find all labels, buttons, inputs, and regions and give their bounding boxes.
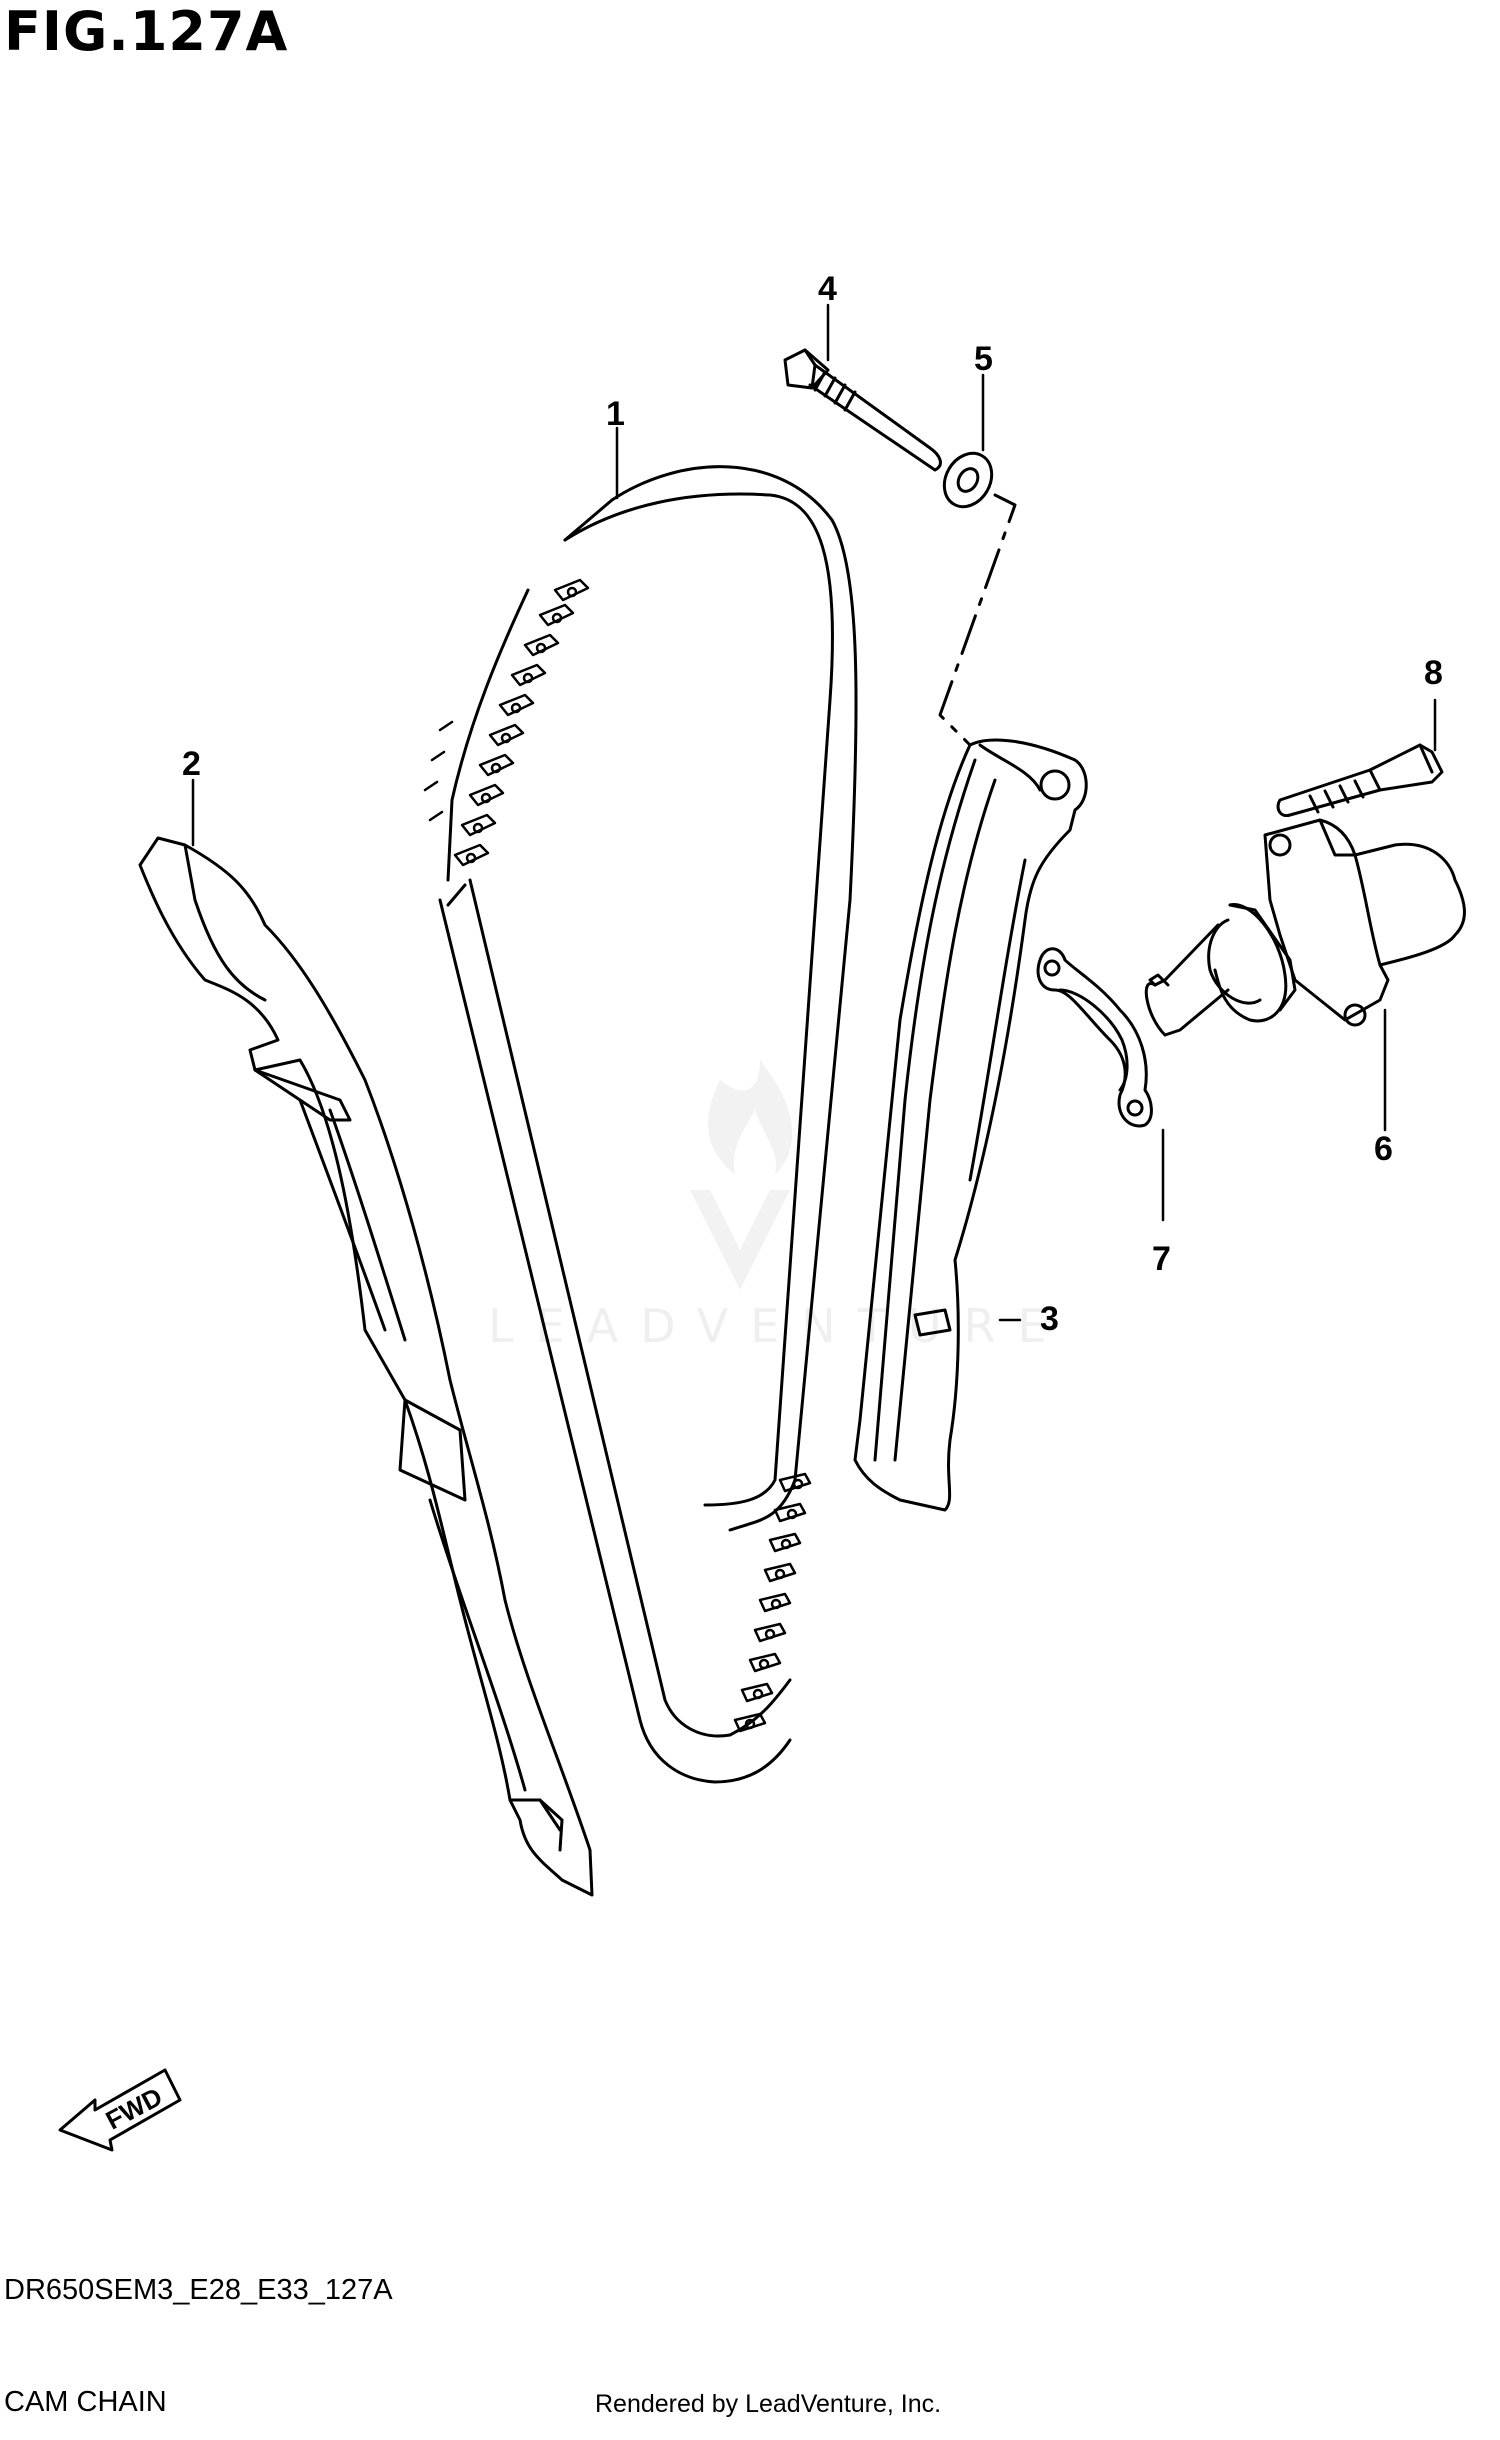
diagram-caption: CAM CHAIN: [4, 2386, 167, 2418]
assembly-line: [938, 493, 1017, 747]
callout-1: 1: [606, 395, 625, 433]
washer: [942, 451, 994, 509]
callout-8: 8: [1424, 654, 1443, 692]
callout-6: 6: [1374, 1130, 1393, 1168]
leader-lines: [191, 303, 1437, 1322]
callout-3: 3: [1040, 1300, 1059, 1338]
callout-2: 2: [182, 745, 201, 783]
callout-4: 4: [818, 270, 837, 308]
callout-5: 5: [974, 340, 993, 378]
callout-7: 7: [1152, 1240, 1171, 1278]
watermark: LEADVENTURE: [488, 1060, 1047, 1353]
tensioner-bolt: [1276, 743, 1444, 818]
rear-chain-guide: [138, 836, 594, 1897]
figure-title: FIG.127A: [4, 0, 289, 63]
callout-labels: 1 2 3 4 5 6 7 8: [182, 270, 1443, 1338]
cam-chain: [423, 465, 858, 1784]
forward-arrow-icon: [58, 2068, 182, 2152]
render-credit: Rendered by LeadVenture, Inc.: [595, 2390, 942, 2418]
diagram-code: DR650SEM3_E28_E33_127A: [4, 2274, 393, 2306]
chain-tensioner: [1144, 818, 1466, 1037]
tensioner-gasket: [1036, 947, 1153, 1128]
front-chain-guide: [853, 738, 1088, 1512]
guide-bolt: [783, 348, 942, 472]
